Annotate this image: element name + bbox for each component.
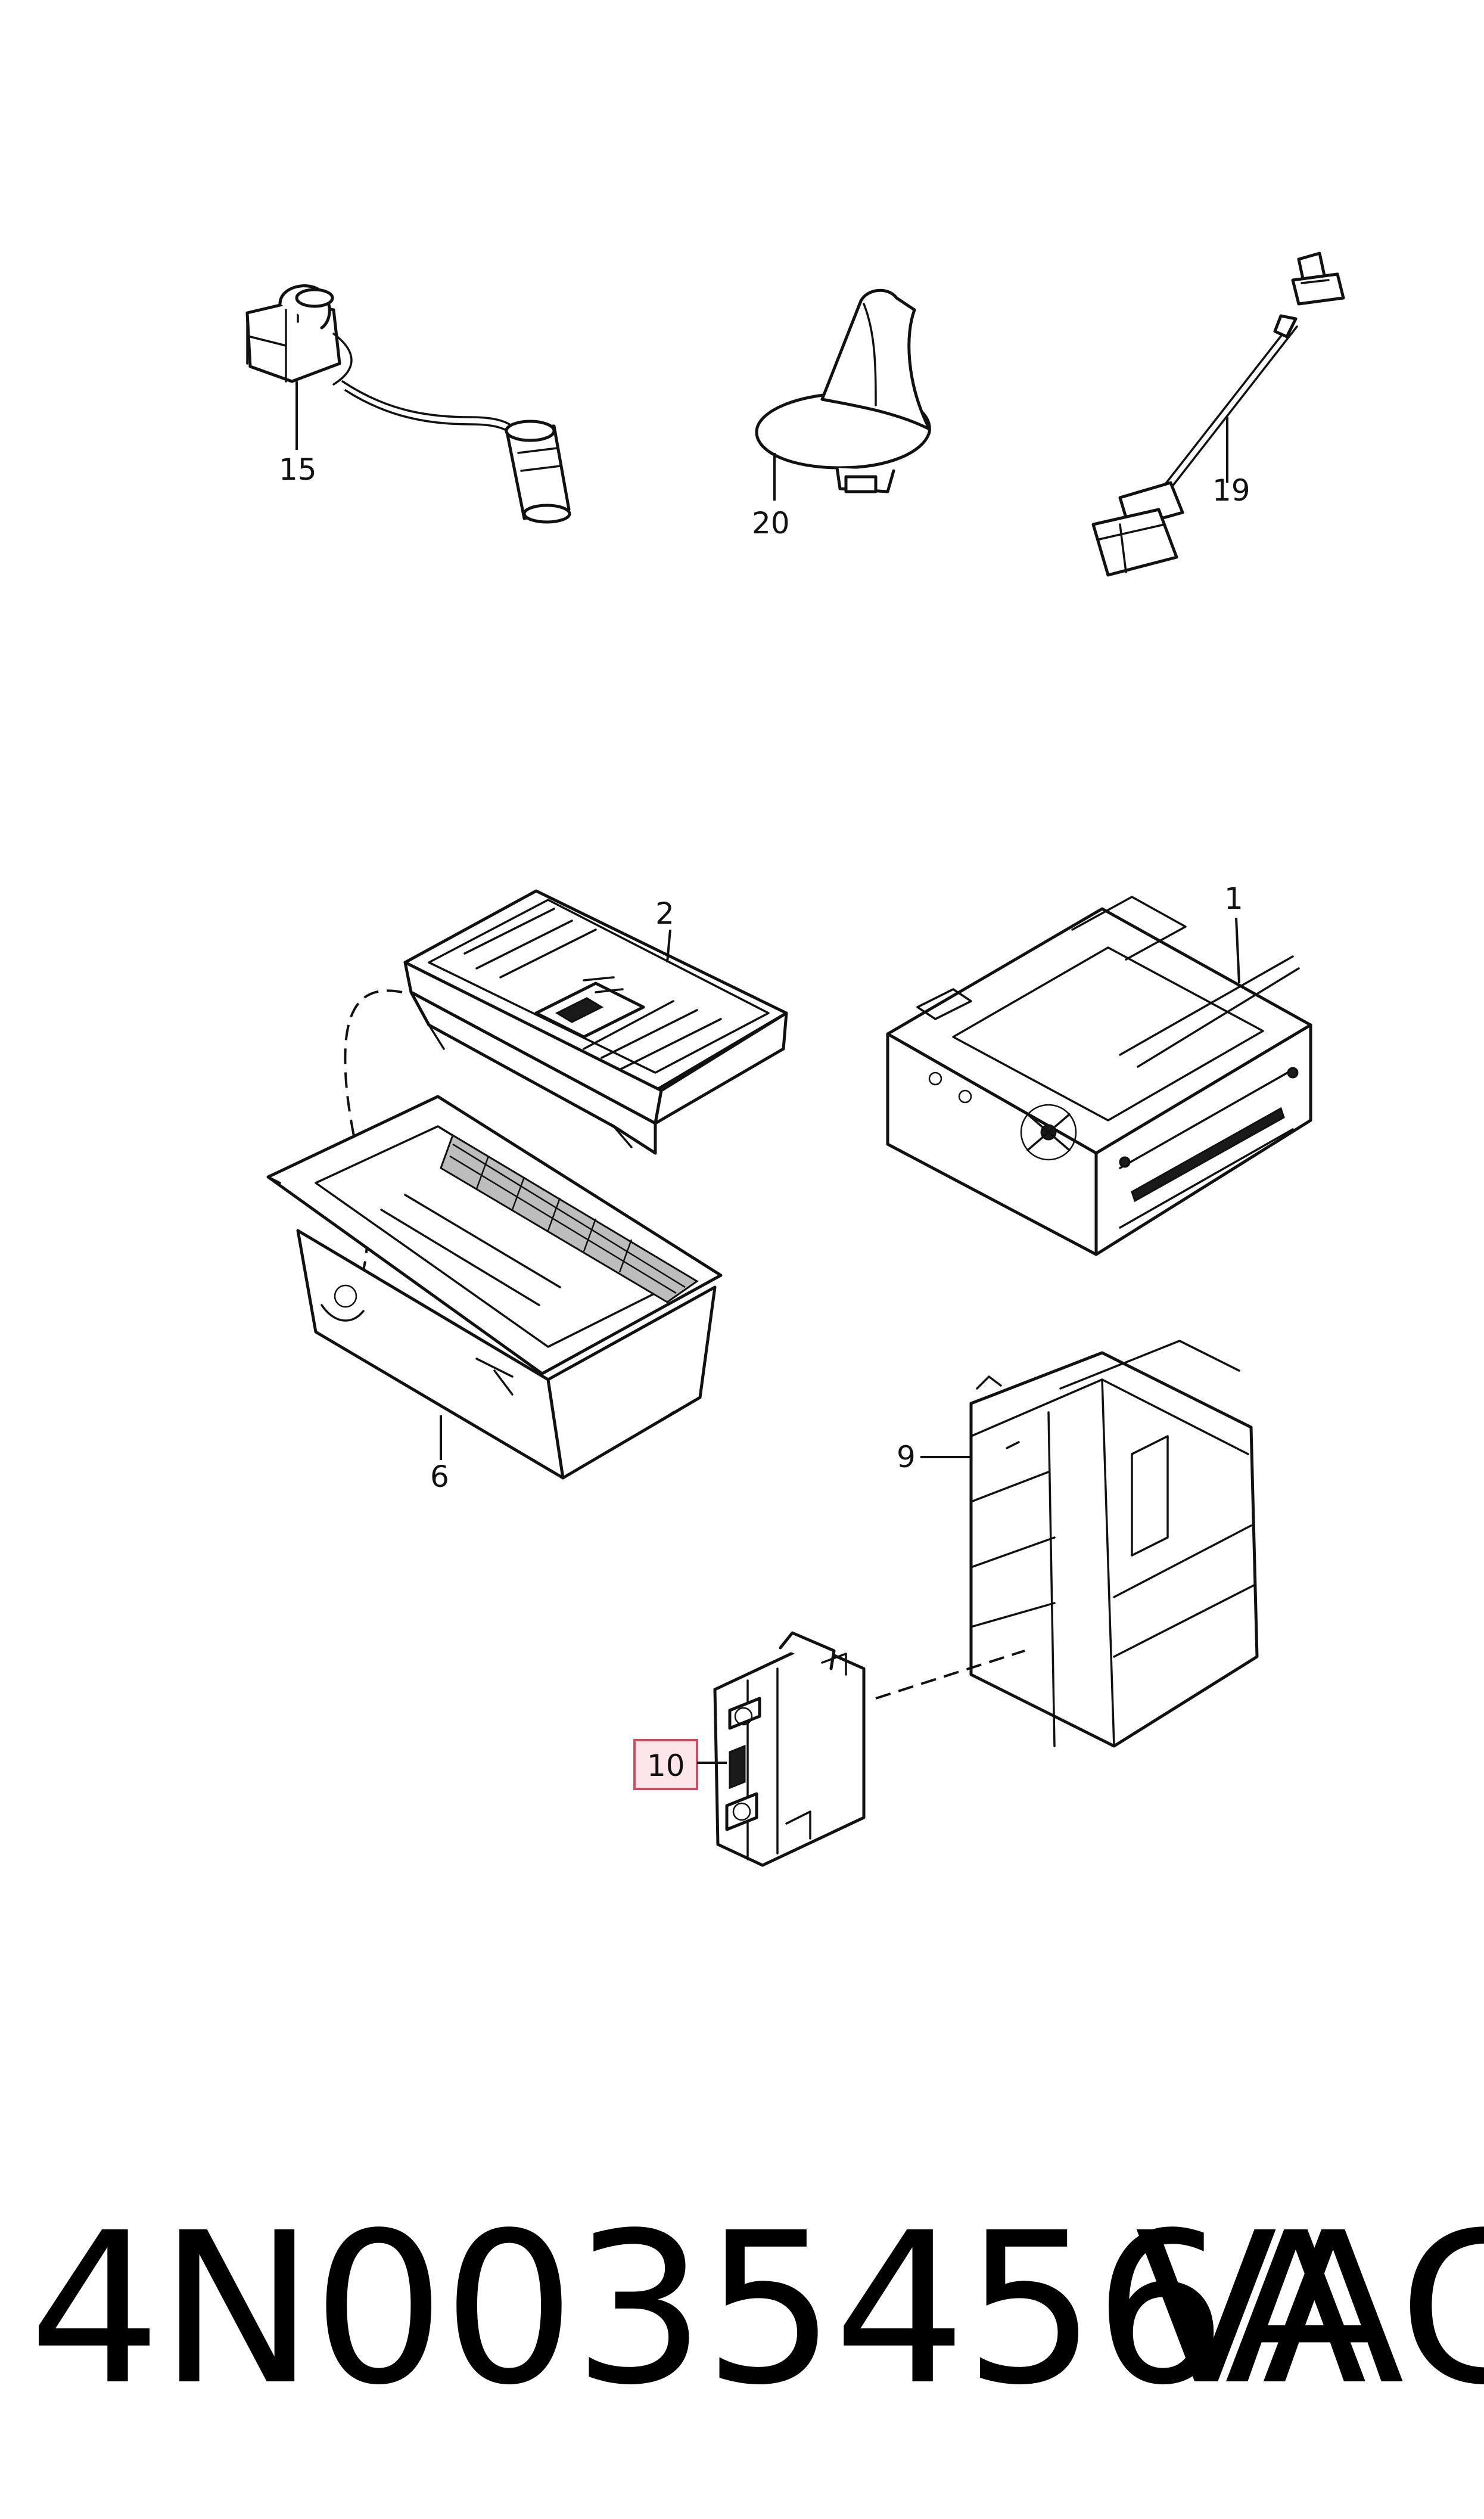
part-2-lid-pad: [403, 889, 788, 1155]
callout-1-label: 1: [1224, 881, 1243, 916]
part-9-bracket: [969, 1340, 1259, 1748]
callout-1-leader: [1235, 917, 1240, 984]
alignment-dashed-line: [875, 1650, 1025, 1700]
callout-15-label: 15: [279, 452, 317, 487]
part-1-media-unit: [886, 896, 1312, 1256]
callout-9-label: 9: [897, 1440, 916, 1474]
part-15-cable-connector: [245, 284, 571, 524]
callout-10-label: 10: [647, 1748, 685, 1783]
callout-2-label: 2: [655, 896, 674, 931]
part-10-control-module: [713, 1631, 866, 1867]
callout-20-label: 20: [752, 506, 790, 541]
part-19-antenna-cable: [1091, 251, 1345, 577]
part-20-shark-fin-antenna: [755, 288, 931, 493]
part-number: 4N0035456A: [29, 2188, 1367, 2431]
part-6-storage-tray: [266, 1095, 723, 1480]
callout-10-highlight-box: [633, 1739, 698, 1790]
callout-6-label: 6: [430, 1459, 449, 1494]
callout-2-leader: [666, 929, 671, 963]
callout-19-label: 19: [1212, 473, 1250, 508]
brand-name: VAG: [1135, 2188, 1484, 2431]
